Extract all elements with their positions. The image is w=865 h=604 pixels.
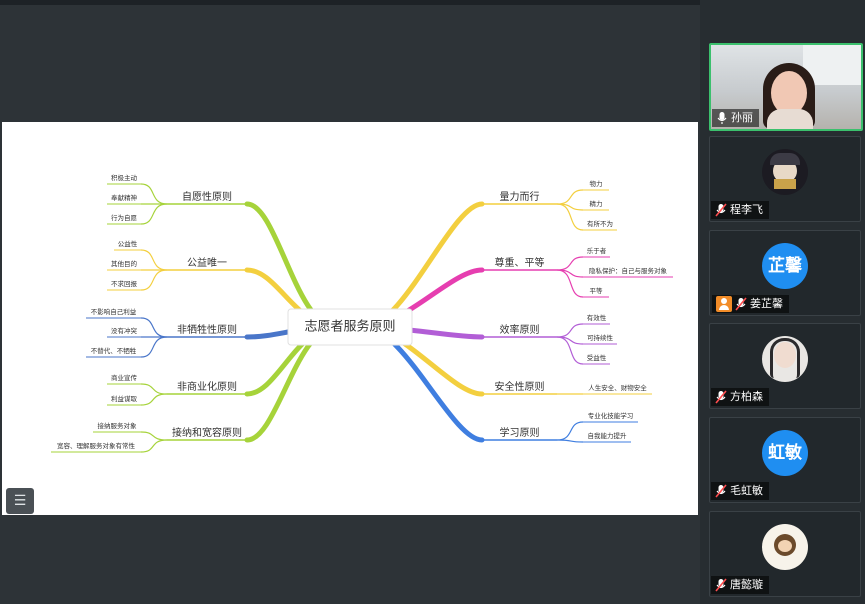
mindmap-leaf-label: 可持续性 [587,333,614,342]
mindmap-leaf-label: 接纳服务对象 [98,421,138,430]
mindmap-leaf-label: 不求回报 [111,279,138,288]
mindmap-branch-label: 量力而行 [500,190,540,203]
mindmap-leaf-label: 没有冲突 [111,326,138,335]
mindmap-branch-label: 非商业化原则 [177,380,237,393]
mindmap-leaf-label: 商业宣传 [111,373,138,382]
shared-slide: 自愿性原则 积极主动奉献精神行为自愿公益唯一 公益性其他目的不求回报非牺牲性原则 不影… [2,122,698,515]
mindmap-leaf-branch [556,203,584,231]
participant-namebar: 唐懿璇 [711,576,769,594]
participant-namebar: 方柏森 [711,388,769,406]
mindmap-leaf-label: 受益性 [587,353,607,362]
participant-tile[interactable]: 程李飞 [709,136,861,222]
top-strip [0,0,700,5]
mindmap-leaf-branch [556,269,584,298]
participant-name: 毛虹敏 [730,484,763,497]
mindmap-leaf-label: 行为自愿 [111,213,138,222]
microphone-icon [717,112,727,124]
avatar-initials: 芷馨 [762,243,808,289]
mindmap-leaf-label: 不影响自己利益 [91,307,137,316]
mindmap-branch-label: 安全性原则 [495,380,545,393]
mic-muted-icon [715,390,727,404]
mindmap-leaf-label: 积极主动 [111,173,138,182]
participant-namebar: 毛虹敏 [711,482,769,500]
mindmap-leaf-label: 乐于者 [587,246,607,255]
person-icon [716,296,732,312]
participant-name: 方柏森 [730,390,763,403]
mindmap-branch-label: 效率原则 [500,323,540,336]
mindmap-leaf-label: 利益谋取 [111,394,138,403]
list-toggle-button[interactable]: ☰ [6,488,34,514]
participant-tile[interactable]: 方柏森 [709,323,861,409]
mindmap-leaf-branch [140,431,168,441]
mindmap-leaf-label: 隐私保护：自己与服务对象 [589,266,668,275]
mic-muted-icon [715,203,727,217]
avatar-initials: 虹敏 [762,430,808,476]
mindmap-leaf-label: 奉献精神 [111,193,137,202]
mindmap-branch-label: 自愿性原则 [182,190,232,203]
video-feed [711,45,861,129]
mindmap-leaf-label: 人生安全、财物安全 [588,383,647,392]
avatar [762,524,808,570]
mindmap-leaf-label: 有效性 [587,313,607,322]
mic-muted-icon [715,578,727,592]
list-icon: ☰ [13,493,27,509]
mindmap-leaf-branch [556,323,584,338]
mindmap-leaf-label: 精力 [590,199,603,208]
avatar [762,149,808,195]
mindmap-leaf-branch [556,256,584,271]
mindmap-leaf-branch [140,383,168,395]
participant-name: 程李飞 [730,203,763,216]
participant-name: 唐懿璇 [730,578,763,591]
mindmap-center-label: 志愿者服务原则 [304,319,395,335]
mindmap-branch-label: 公益唯一 [187,256,227,269]
mindmap-leaf-branch [140,336,168,358]
mindmap-leaf-branch [556,421,584,441]
mindmap-leaf-label: 其他目的 [111,259,138,268]
mindmap-branch-label: 尊重、平等 [495,256,545,269]
mindmap-leaf-label: 不替代、不牺牲 [91,346,137,355]
mindmap-branch-label: 学习原则 [500,426,540,439]
participant-namebar: 程李飞 [711,201,769,219]
mindmap-leaf-label: 自我能力提升 [588,431,628,440]
mindmap-leaf-label: 专业化技能学习 [588,411,634,420]
mindmap-leaf-branch [140,393,168,406]
mindmap-leaf-branch [140,317,168,338]
mindmap-leaf-label: 宽容、理解服务对象有常性 [57,441,136,450]
mindmap-leaf-branch [556,189,584,205]
mindmap-leaf-label: 有所不为 [587,219,613,228]
mindmap-leaf-label: 公益性 [118,239,138,248]
mic-muted-icon [715,484,727,498]
participant-name: 孙丽 [731,111,753,124]
participant-tile[interactable]: 虹敏 毛虹敏 [709,417,861,503]
participant-tile[interactable]: 唐懿璇 [709,511,861,597]
mindmap-branch-label: 接纳和宽容原则 [172,426,242,439]
participant-tile[interactable]: 孙丽 [709,43,863,131]
mindmap-leaf-label: 平等 [590,286,604,295]
participant-namebar: 姜芷馨 [712,295,789,313]
mindmap-leaf-branch [556,439,584,443]
participant-tile[interactable]: 芷馨 姜芷馨 [709,230,861,316]
mindmap-leaf-branch [140,249,168,271]
mindmap-leaf-label: 物力 [590,179,603,188]
mindmap-leaf-branch [140,203,168,225]
participant-namebar: 孙丽 [712,109,759,127]
mic-muted-icon [735,297,747,311]
mindmap-leaf-branch [140,183,168,205]
mindmap-branch-label: 非牺牲性原则 [177,323,237,336]
mindmap-leaf-branch [556,336,584,365]
mindmap-leaf-branch [140,269,168,291]
shared-screen-area: 自愿性原则 积极主动奉献精神行为自愿公益唯一 公益性其他目的不求回报非牺牲性原则 不影… [0,0,700,515]
mindmap-leaf-branch [140,439,168,453]
participant-name: 姜芷馨 [750,297,783,310]
avatar [762,336,808,382]
mindmap-center-node [287,308,413,346]
